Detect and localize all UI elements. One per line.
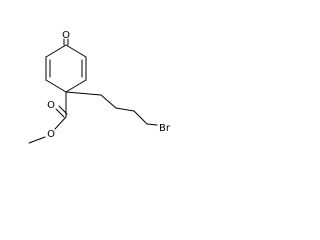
- ester-oxygen-label: O: [47, 129, 55, 140]
- bond-chain3-chain4: [133, 110, 148, 125]
- bond-c5-c4: [65, 44, 87, 58]
- bond-carbonyl-right: [58, 105, 68, 115]
- ester-group: O O: [28, 91, 68, 144]
- bond-chain2-chain3: [115, 107, 135, 112]
- ketone-oxygen-label: O: [62, 30, 70, 41]
- bond-c2-c1: [45, 79, 67, 93]
- bond-carbonyl-left: [55, 108, 65, 118]
- bond-o-methyl: [28, 136, 46, 144]
- bond-chain4-br: [146, 123, 158, 126]
- bromine-label: Br: [159, 123, 171, 134]
- chemical-structure: O O O Br: [28, 30, 171, 144]
- bond-c1-chain1: [65, 91, 102, 96]
- bond-c1-c6: [65, 79, 87, 93]
- bromobutyl-chain: Br: [65, 91, 171, 134]
- carbonyl-oxygen-label: O: [47, 100, 55, 111]
- bond-ester-carbon-o: [54, 116, 67, 130]
- bond-c4-c3: [45, 44, 67, 58]
- ring-bonds: [45, 44, 87, 93]
- bond-chain1-chain2: [100, 94, 117, 109]
- ketone-group: O: [62, 30, 70, 46]
